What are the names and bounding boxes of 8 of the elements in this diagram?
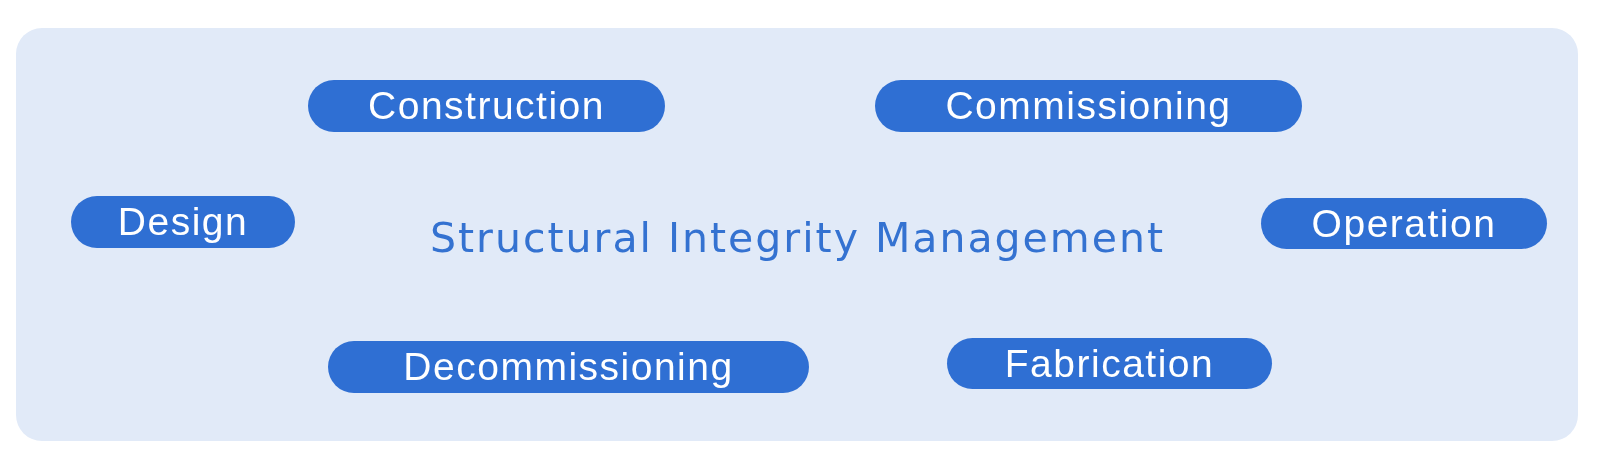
group-panel xyxy=(16,28,1578,441)
stage-pill: Operation xyxy=(1261,198,1547,249)
stage-pill: Commissioning xyxy=(875,80,1302,132)
panel-title: Structural Integrity Management xyxy=(430,214,1166,262)
stage-pill: Design xyxy=(71,196,295,248)
stage-pill: Fabrication xyxy=(947,338,1272,389)
stage-pill: Construction xyxy=(308,80,665,132)
stage-pill: Decommissioning xyxy=(328,341,809,393)
